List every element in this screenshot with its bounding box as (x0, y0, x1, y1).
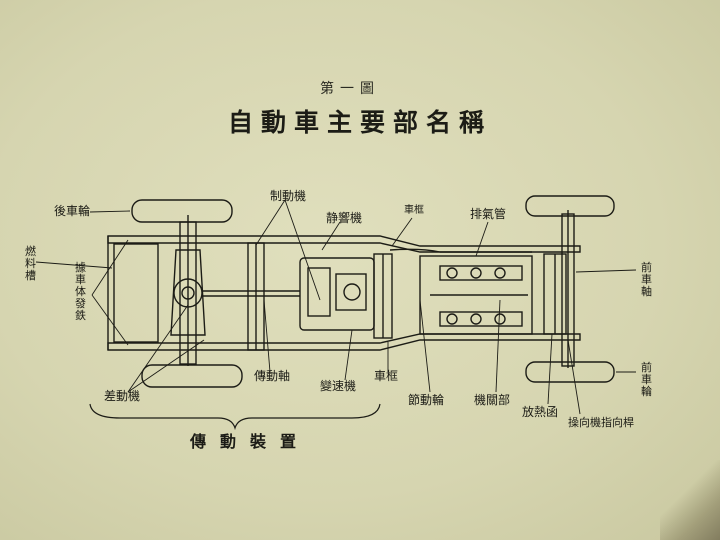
label-muffler: 静響機 (326, 211, 363, 225)
label-front-wheel: 前車輪 (641, 361, 652, 398)
label-frame-top: 車框 (404, 205, 424, 216)
label-transmission: 變速機 (320, 379, 357, 393)
label-frame-bottom: 車框 (374, 369, 399, 383)
rear-left-wheel (131, 199, 233, 223)
figure-number: 第一圖 (320, 81, 380, 97)
label-drive-system: 傳動裝置 (189, 432, 310, 451)
label-body-bracket: 據車体發鉄 (75, 261, 86, 322)
label-radiator: 放熱函 (522, 405, 559, 419)
label-rear-wheel: 後車輪 (54, 204, 91, 218)
page-title: 自動車主要部名稱 (227, 108, 492, 137)
frame-rail-top (107, 235, 581, 253)
label-drive-shaft: 傳動軸 (254, 369, 291, 383)
label-flywheel: 節動輪 (408, 393, 445, 407)
front-right-wheel (525, 361, 615, 383)
fuel-tank (113, 243, 159, 343)
rear-right-wheel (141, 364, 243, 388)
front-left-wheel (525, 195, 615, 217)
drive-system-brace (89, 403, 381, 431)
label-exhaust-pipe: 排氣管 (470, 207, 507, 221)
label-fuel-tank: 燃料槽 (25, 245, 36, 282)
label-engine: 機關部 (474, 393, 511, 407)
label-front-axle: 前車軸 (641, 261, 652, 298)
frame-rail-bottom (107, 333, 581, 351)
label-brake: 制動機 (270, 189, 307, 203)
label-differential: 差動機 (104, 389, 141, 403)
transmission-box (299, 257, 375, 331)
label-steering: 操向機指向桿 (568, 416, 634, 429)
exhaust-pipe (389, 248, 532, 253)
page-corner-tear (660, 460, 720, 540)
